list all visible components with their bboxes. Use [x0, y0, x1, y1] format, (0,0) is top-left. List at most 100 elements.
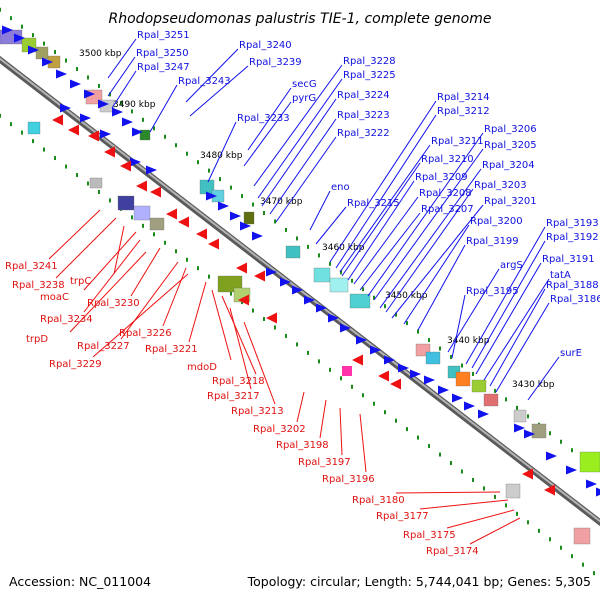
gene-box — [149, 217, 165, 231]
leader-line — [149, 84, 178, 133]
forward-gene-arrow — [464, 401, 475, 411]
gene-box — [573, 527, 591, 545]
forward-gene-arrow — [410, 369, 421, 379]
gene-label: Rpal_3240 — [239, 40, 292, 51]
leader-line — [335, 114, 437, 269]
gene-label: Rpal_3222 — [337, 128, 390, 139]
gene-label: Rpal_3186 — [550, 294, 600, 305]
label-leader-lines — [48, 38, 560, 545]
gene-label: Rpal_3200 — [470, 216, 523, 227]
gene-label: Rpal_3192 — [546, 232, 599, 243]
gene-box — [117, 195, 135, 211]
reverse-gene-arrow — [208, 238, 219, 250]
forward-gene-arrow — [84, 89, 95, 99]
leader-line — [465, 226, 546, 365]
forward-gene-labels: Rpal_3251Rpal_3250Rpal_3247Rpal_3243Rpal… — [136, 30, 600, 359]
reverse-gene-arrow — [178, 216, 189, 228]
forward-gene-arrow — [424, 375, 435, 385]
forward-gene-arrow — [370, 345, 381, 355]
gene-box — [35, 46, 49, 60]
leader-line — [475, 262, 542, 375]
leader-line — [55, 217, 117, 279]
gene-label: Rpal_3211 — [431, 136, 484, 147]
gene-label: Rpal_3226 — [119, 328, 172, 339]
leader-line — [188, 281, 207, 343]
forward-gene-arrow — [452, 393, 463, 403]
gene-label: Rpal_3207 — [421, 204, 474, 215]
gene-box — [27, 121, 41, 135]
kbp-label: 3470 kbp — [260, 197, 303, 207]
gene-box — [139, 129, 151, 141]
gene-label: Rpal_3201 — [484, 196, 537, 207]
gene-label: eno — [331, 182, 350, 193]
gene-label: Rpal_3196 — [322, 474, 375, 485]
gene-label: Rpal_3241 — [5, 261, 58, 272]
gene-label: Rpal_3234 — [40, 314, 93, 325]
gene-label: mdoD — [187, 362, 217, 373]
leader-line — [253, 64, 343, 187]
leader-line — [353, 196, 419, 285]
gene-box — [455, 371, 471, 387]
leader-line — [243, 321, 276, 405]
leader-line — [83, 239, 141, 313]
leader-line — [185, 48, 239, 103]
forward-gene-arrow — [56, 69, 67, 79]
leader-line — [385, 188, 474, 313]
gene-label: Rpal_3243 — [178, 76, 231, 87]
forward-gene-arrow — [122, 117, 133, 127]
gene-box — [243, 211, 255, 225]
gene-label: Rpal_3203 — [474, 180, 527, 191]
leader-line — [527, 356, 560, 401]
leader-line — [162, 267, 187, 327]
kbp-label: 3500 kbp — [79, 49, 122, 59]
gene-label: Rpal_3233 — [237, 113, 290, 124]
leader-line — [69, 251, 147, 333]
leader-line — [471, 240, 546, 369]
forward-gene-arrow — [42, 57, 53, 67]
gene-box — [313, 267, 331, 283]
gene-label: Rpal_3204 — [482, 160, 535, 171]
leader-line — [269, 118, 337, 215]
kbp-label: 3490 kbp — [113, 100, 156, 110]
forward-gene-arrow — [546, 451, 557, 461]
gene-box — [471, 379, 487, 393]
gene-label: tatA — [550, 270, 571, 281]
leader-line — [207, 121, 237, 183]
gene-box — [513, 409, 527, 423]
forward-gene-arrow — [218, 201, 229, 211]
leader-line — [329, 100, 437, 263]
reverse-gene-arrow — [120, 160, 131, 172]
gene-label: moaC — [40, 292, 69, 303]
gene-label: Rpal_3250 — [136, 48, 189, 59]
gene-label: Rpal_3202 — [253, 424, 306, 435]
reverse-gene-arrow — [136, 180, 147, 192]
leader-line — [92, 273, 189, 358]
leader-line — [48, 209, 101, 260]
gene-label: argS — [500, 260, 523, 271]
minor-ticks — [0, 7, 595, 576]
leader-line — [359, 212, 421, 291]
reverse-gene-arrow — [238, 294, 249, 306]
forward-gene-arrow — [384, 355, 395, 365]
forward-gene-arrow — [524, 429, 535, 439]
leader-line — [221, 295, 257, 375]
gene-label: Rpal_3210 — [421, 154, 474, 165]
forward-gene-arrow — [514, 423, 525, 433]
forward-gene-arrow — [252, 231, 263, 241]
gene-label: Rpal_3217 — [207, 391, 260, 402]
gene-box — [349, 293, 371, 309]
forward-gene-arrow — [304, 295, 315, 305]
gene-label: surE — [560, 348, 582, 359]
leader-line — [339, 407, 343, 456]
gene-label: Rpal_3212 — [437, 106, 490, 117]
kbp-label: 3460 kbp — [322, 243, 365, 253]
forward-gene-arrow — [478, 409, 489, 419]
topology-text: Topology: circular; Length: 5,744,041 bp… — [247, 574, 591, 589]
leader-line — [339, 144, 431, 273]
gene-label: Rpal_3191 — [542, 254, 595, 265]
forward-gene-arrow — [398, 363, 409, 373]
gene-box — [285, 245, 301, 259]
reverse-gene-arrow — [166, 208, 177, 220]
